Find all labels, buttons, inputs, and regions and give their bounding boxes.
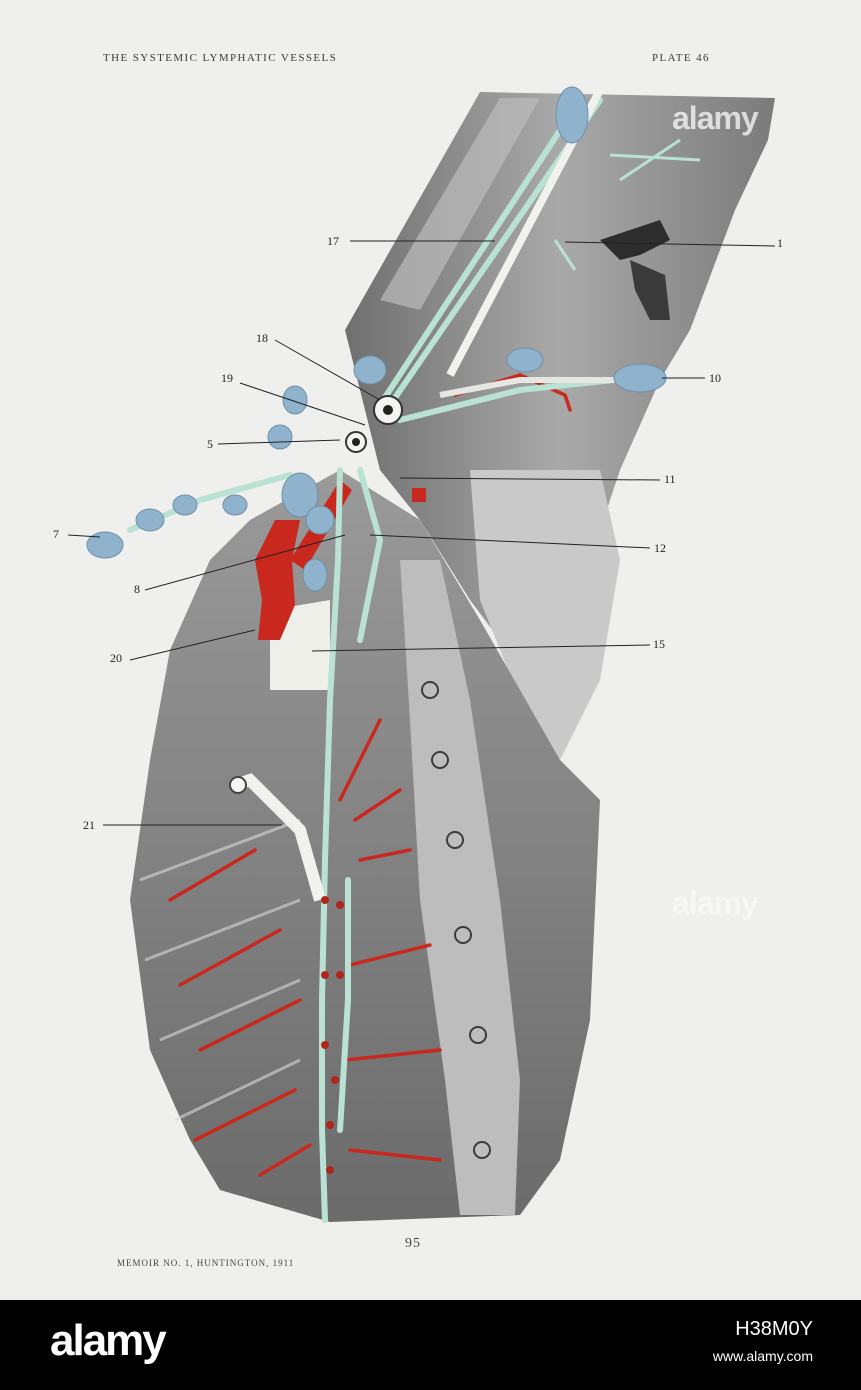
footer-citation: MEMOIR NO. 1, HUNTINGTON, 1911 <box>117 1258 295 1268</box>
vertebral-column <box>400 560 520 1215</box>
label-20: 20 <box>110 651 122 665</box>
label-1: 1 <box>777 236 783 250</box>
label-7: 7 <box>53 527 59 541</box>
anatomical-illustration <box>67 86 776 1223</box>
label-10: 10 <box>709 371 721 385</box>
plate-number: PLATE 46 <box>652 52 710 64</box>
label-5: 5 <box>207 437 213 451</box>
stock-url[interactable]: www.alamy.com <box>712 1348 813 1364</box>
label-11: 11 <box>664 472 676 486</box>
muscle-sheet <box>470 470 620 760</box>
plate-page: THE SYSTEMIC LYMPHATIC VESSELS PLATE 46 <box>0 0 861 1300</box>
running-header-title: THE SYSTEMIC LYMPHATIC VESSELS <box>103 52 338 64</box>
watermark-top: alamy <box>672 100 759 136</box>
label-8: 8 <box>134 582 140 596</box>
stock-image-id: H38M0Y <box>735 1318 813 1340</box>
label-17: 17 <box>327 234 339 248</box>
label-21: 21 <box>83 818 95 832</box>
stock-banner <box>0 1300 861 1390</box>
label-19: 19 <box>221 371 233 385</box>
label-12: 12 <box>654 541 666 555</box>
leader-lines <box>67 240 776 826</box>
label-18: 18 <box>256 331 268 345</box>
page-number: 95 <box>405 1236 421 1251</box>
label-15: 15 <box>653 637 665 651</box>
watermark-middle: alamy <box>672 885 759 921</box>
stock-logo: alamy <box>50 1316 167 1365</box>
